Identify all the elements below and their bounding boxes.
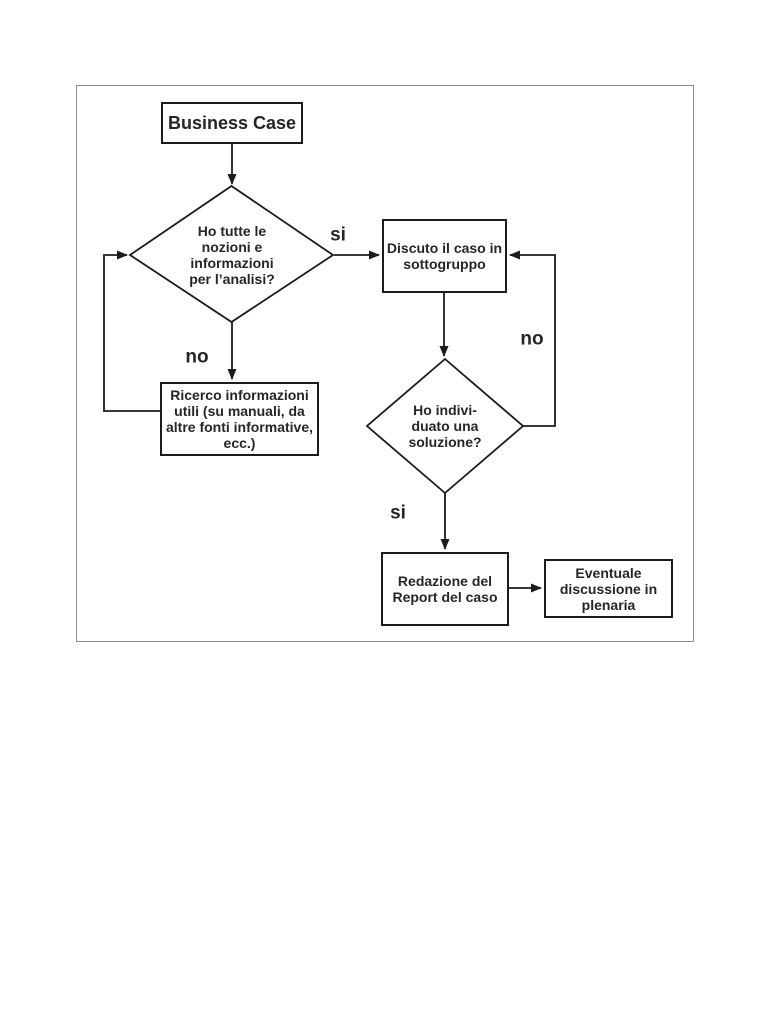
node-search-info-label: Ricerco informazioni utili (su manuali, … [165, 387, 314, 451]
node-business-case-label: Business Case [167, 113, 297, 133]
decision-has-notions: Ho tutte le nozioni e informazioni per l… [152, 223, 312, 287]
node-discuss-subgroup-label: Discuto il caso in sottogruppo [386, 240, 503, 272]
node-plenary: Eventuale discussione in plenaria [544, 559, 673, 618]
node-search-info: Ricerco informazioni utili (su manuali, … [160, 382, 319, 456]
node-report: Redazione del Report del caso [381, 552, 509, 626]
edge-label-si-notions-to-discuss: si [330, 224, 346, 246]
edge-label-no-solution-to-discuss: no [520, 328, 544, 350]
node-plenary-label: Eventuale discussione in plenaria [559, 564, 658, 613]
node-business-case: Business Case [161, 102, 303, 144]
edge-label-no-notions-to-search: no [185, 346, 209, 368]
decision-found-solution: Ho indivi- duato una soluzione? [365, 402, 525, 450]
edge-label-si-solution-to-report: si [390, 502, 406, 524]
node-report-label: Redazione del Report del caso [392, 573, 498, 605]
decision-has-notions-label: Ho tutte le nozioni e informazioni per l… [189, 223, 275, 287]
decision-found-solution-label: Ho indivi- duato una soluzione? [408, 402, 482, 450]
node-discuss-subgroup: Discuto il caso in sottogruppo [382, 219, 507, 293]
